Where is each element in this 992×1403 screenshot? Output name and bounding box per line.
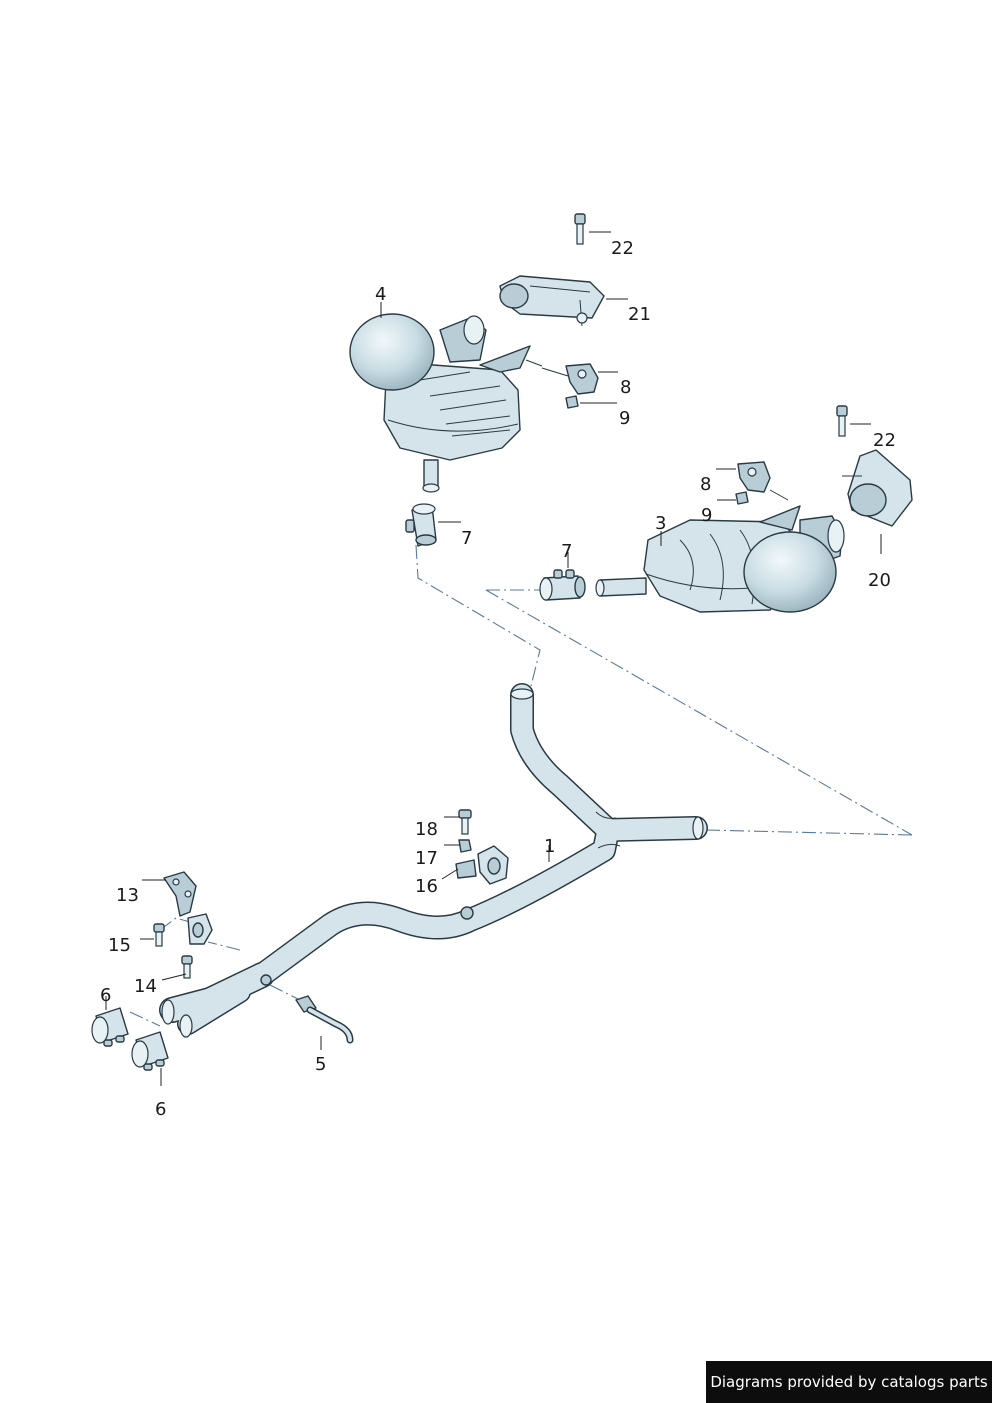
tailpipe-trim-right[interactable] [842,449,913,527]
callout-8-left: 8 [620,377,631,398]
bolt-14[interactable] [181,955,193,979]
callout-22-right: 22 [873,430,896,451]
clamp-6-upper[interactable] [91,1007,129,1047]
assembly-guide-lines [129,544,913,1027]
rear-silencer-right[interactable] [595,505,845,613]
callout-6-upper: 6 [100,985,111,1006]
bracket-left[interactable] [541,363,599,395]
bolt-18[interactable] [458,809,472,835]
front-exhaust-pipe[interactable] [159,683,708,1038]
callout-7-right: 7 [561,541,572,562]
bolt-15[interactable] [153,923,165,947]
callout-8-right: 8 [700,474,711,495]
callout-1: 1 [544,836,555,857]
callout-15: 15 [108,935,131,956]
bracket-right[interactable] [737,461,789,501]
callout-20: 20 [868,570,891,591]
footer-credit-text: Diagrams provided by catalogs parts [710,1373,988,1391]
callout-14: 14 [134,976,157,997]
washer-17[interactable] [458,839,472,853]
callout-9-left: 9 [619,408,630,429]
callout-6-lower: 6 [155,1099,166,1120]
rubber-mount-16[interactable] [455,845,509,885]
callout-9-right: 9 [701,505,712,526]
callout-labels: 1 3 4 5 6 6 7 7 8 8 9 9 13 14 15 16 17 1… [100,238,896,1120]
callout-17: 17 [415,848,438,869]
callout-4: 4 [375,284,386,305]
clamp-6-lower[interactable] [131,1031,169,1071]
leader-lines [105,231,882,1086]
callout-21: 21 [628,304,651,325]
callout-18: 18 [415,819,438,840]
sensor-5[interactable] [295,995,354,1044]
hanger-bracket[interactable] [163,871,197,917]
bolt-22-left[interactable] [574,213,586,245]
tailpipe-trim-left[interactable] [499,275,605,327]
callout-7-left: 7 [461,528,472,549]
clamp-right[interactable] [539,569,586,601]
callout-22-left: 22 [611,238,634,259]
bolt-22-right[interactable] [836,405,848,437]
callout-16: 16 [415,876,438,897]
callout-13: 13 [116,885,139,906]
callout-5: 5 [315,1054,326,1075]
footer-credit-banner: Diagrams provided by catalogs parts [706,1361,992,1403]
clamp-left[interactable] [405,503,437,547]
rubber-mount-left[interactable] [187,913,213,945]
callout-3: 3 [655,513,666,534]
nut-left[interactable] [565,395,579,409]
rear-silencer-left[interactable] [349,313,543,493]
nut-right[interactable] [735,491,749,505]
